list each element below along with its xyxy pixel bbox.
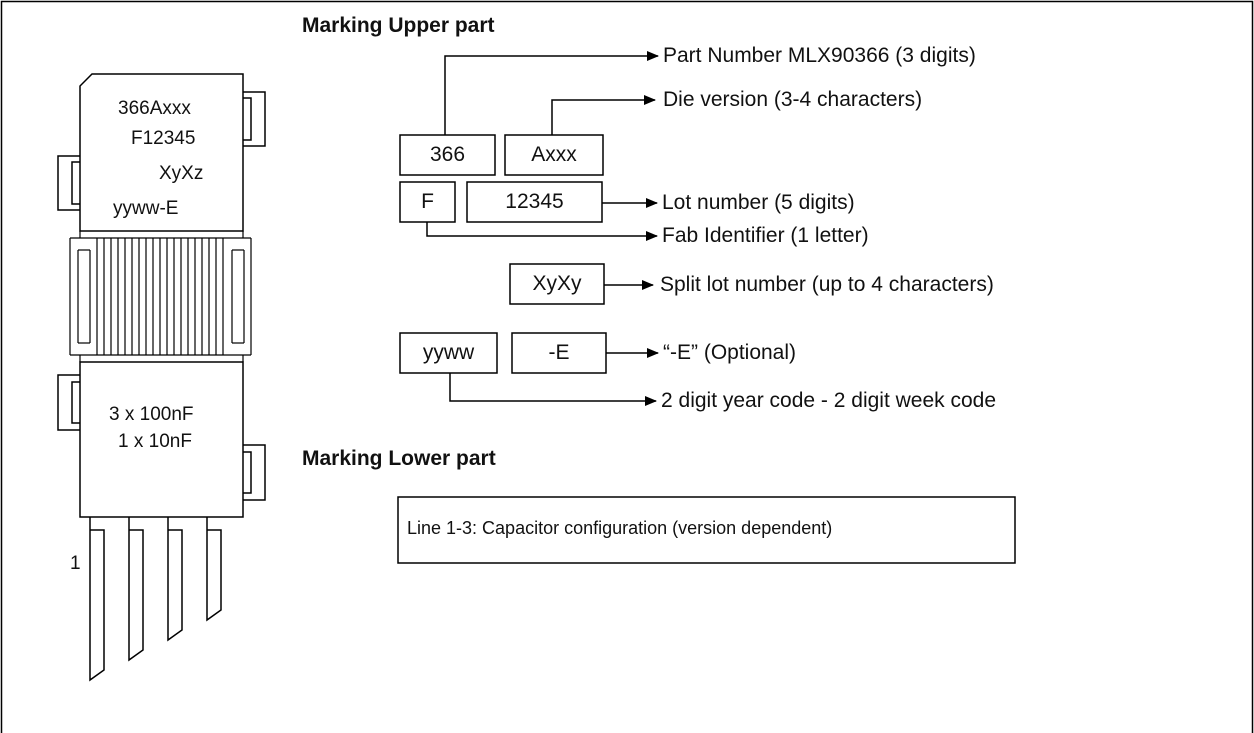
package-line-3: XyXz	[159, 163, 204, 184]
arrow-part-number	[444, 51, 659, 135]
lower-package-body	[57, 361, 266, 518]
box-lot-number-text: 12345	[505, 190, 564, 213]
box-part-number	[399, 134, 496, 176]
box-date-code	[399, 332, 498, 374]
box-suffix	[511, 332, 607, 374]
label-part-number: Part Number MLX90366 (3 digits)	[663, 44, 976, 67]
arrow-die-version	[551, 95, 656, 135]
label-lot-number: Lot number (5 digits)	[662, 191, 855, 214]
arrow-date-code	[449, 373, 657, 406]
box-fab-identifier-text: F	[421, 190, 434, 213]
box-fab-identifier	[399, 181, 456, 223]
lead-frame	[69, 231, 252, 362]
package-line-4: yyww-E	[113, 198, 179, 219]
box-split-lot	[509, 263, 605, 305]
package-pins	[89, 517, 222, 682]
label-fab-identifier: Fab Identifier (1 letter)	[662, 224, 869, 247]
box-suffix-text: -E	[548, 341, 570, 364]
capacitor-description: Line 1-3: Capacitor configuration (versi…	[407, 518, 833, 538]
label-suffix: “-E” (Optional)	[663, 341, 797, 364]
box-part-number-text: 366	[429, 143, 466, 166]
label-die-version: Die version (3-4 characters)	[663, 88, 923, 111]
box-split-lot-text: XyXy	[532, 272, 582, 295]
label-date-code: 2 digit year code - 2 digit week code	[661, 389, 997, 412]
label-split-lot: Split lot number (up to 4 characters)	[660, 273, 994, 296]
lower-heading: Marking Lower part	[302, 447, 496, 470]
package-cap-line-2: 1 x 10nF	[118, 431, 192, 452]
arrow-fab-identifier	[426, 222, 658, 241]
upper-package-body	[57, 73, 266, 232]
pin-1-label: 1	[70, 553, 81, 574]
package-line-2: F12345	[131, 128, 196, 149]
upper-heading: Marking Upper part	[302, 14, 495, 37]
box-date-code-text: yyww	[422, 341, 475, 364]
box-lot-number	[466, 181, 603, 223]
box-capacitor-description	[397, 496, 1016, 564]
package-line-1: 366Axxx	[118, 98, 191, 119]
box-die-version	[504, 134, 604, 176]
box-die-version-text: Axxx	[531, 143, 577, 166]
package-cap-line-1: 3 x 100nF	[109, 404, 194, 425]
